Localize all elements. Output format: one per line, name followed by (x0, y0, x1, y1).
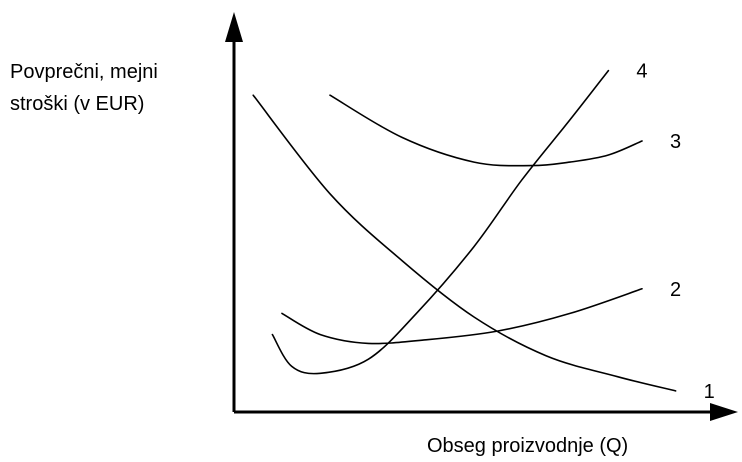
curves-group (252, 69, 677, 392)
y-axis-label-line-2: stroški (v EUR) (10, 93, 144, 115)
curve-label-1: 1 (704, 381, 715, 403)
curve-1 (252, 94, 677, 392)
curve-label-2: 2 (670, 279, 681, 301)
curve-label-3: 3 (670, 131, 681, 153)
curve-4 (271, 69, 610, 375)
curve-3 (329, 94, 643, 167)
x-axis-label: Obseg proizvodnje (Q) (427, 435, 628, 457)
curve-2 (281, 288, 643, 345)
x-axis-arrowhead (710, 403, 738, 421)
y-axis-arrowhead (225, 12, 243, 42)
curve-label-4: 4 (636, 61, 647, 83)
curve-labels-group: 1 2 3 4 (636, 61, 714, 403)
y-axis-label-line-1: Povprečni, mejni (10, 61, 158, 83)
